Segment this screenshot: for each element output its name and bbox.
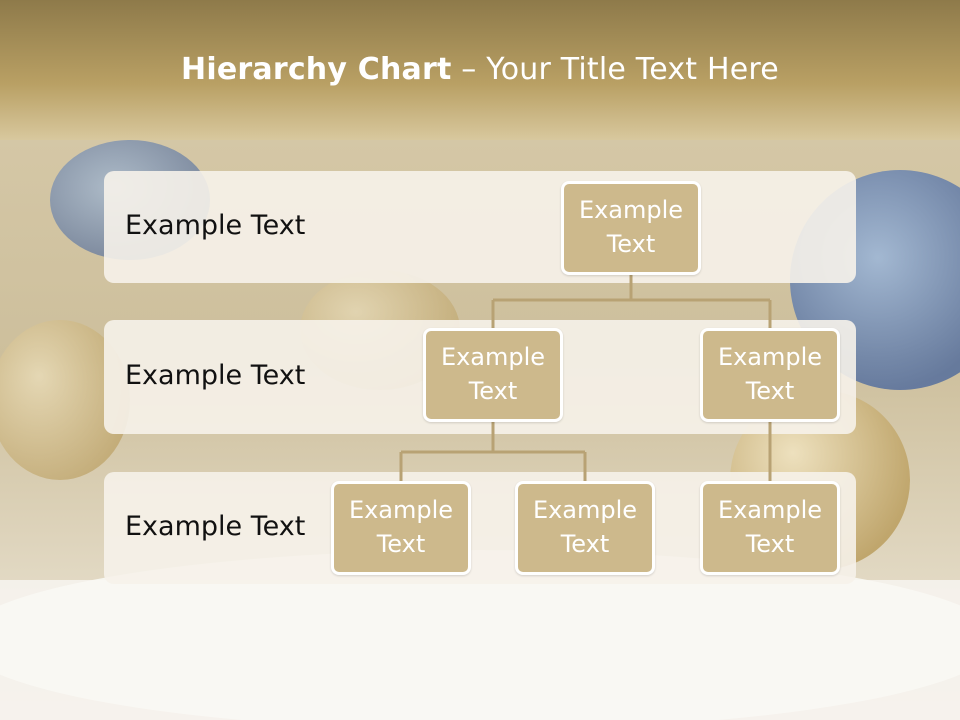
level-label-3: Example Text — [125, 511, 306, 542]
node-level3-b[interactable]: Example Text — [515, 481, 655, 575]
level-label-1: Example Text — [125, 210, 306, 241]
node-level2-right[interactable]: Example Text — [700, 328, 840, 422]
node-root[interactable]: Example Text — [561, 181, 701, 275]
node-level3-a[interactable]: Example Text — [331, 481, 471, 575]
level-label-2: Example Text — [125, 360, 306, 391]
node-level3-c[interactable]: Example Text — [700, 481, 840, 575]
slide-title: Hierarchy Chart – Your Title Text Here — [0, 52, 960, 87]
node-level2-left[interactable]: Example Text — [423, 328, 563, 422]
slide-title-rest: – Your Title Text Here — [451, 52, 779, 87]
slide-title-bold: Hierarchy Chart — [181, 52, 452, 87]
level-band-1 — [104, 171, 856, 283]
